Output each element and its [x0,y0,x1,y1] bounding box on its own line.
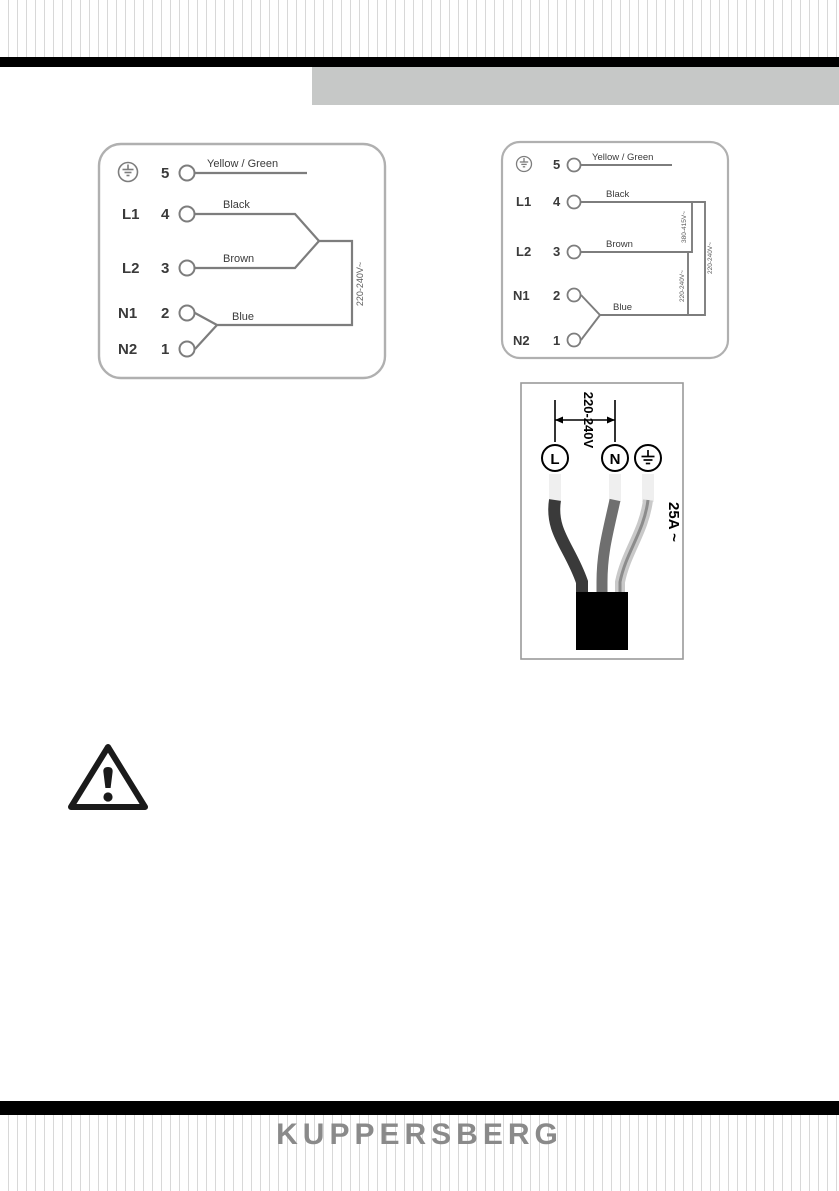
voltage-label-220-240v: 220-240V~ [355,262,365,306]
neutral-terminal-icon [601,444,629,472]
terminal-circle-pin3 [566,244,582,260]
phase-label-row3: N1 [513,288,530,303]
bracket-220-240v [309,239,354,327]
terminal-circle-pin5 [566,157,582,173]
warning-triangle-icon [68,743,148,811]
terminal-circle-pin1 [178,340,196,358]
earth-ground-icon [515,155,533,173]
bracket-220-240v-outer [676,201,706,316]
earth-ground-icon [634,444,662,472]
wire-label-black: Black [606,189,629,200]
wire-live [548,499,588,594]
dimension-arrowhead-right [607,416,615,424]
phase-label-row3: N1 [118,305,137,322]
wire-n2-link [580,314,601,341]
header-black-bar [0,57,839,67]
rating-label-25a: 25A ~ [665,502,682,542]
terminal-circle-pin2 [566,287,582,303]
wiring-diagram-two-phase: L1 L2 N1 N2 5 4 3 2 1 Yello [500,140,730,362]
earth-ground-glyph [641,450,655,465]
wire-label-blue: Blue [232,311,254,323]
pin-number-row1: 4 [161,206,170,223]
dimension-arrowhead-left [555,416,563,424]
pin-number-row4: 1 [553,333,560,348]
terminal-block-outline [500,140,730,360]
voltage-label-220-240v-outer: 220-240V~ [707,242,714,274]
exclamation-stroke [103,767,113,788]
wire-label-yellow-green: Yellow / Green [207,158,278,170]
wire-neutral [596,498,621,594]
header-gray-band [312,67,839,105]
terminal-circle-pin5 [178,164,196,182]
pin-number-row2: 3 [161,260,169,277]
pin-number-row2: 3 [553,244,560,259]
phase-label-row2: L2 [516,244,531,259]
wire-label-blue: Blue [613,302,632,313]
pin-number-row3: 2 [553,288,560,303]
phase-label-row4: N2 [118,341,137,358]
brand-wordmark: KUPPERSBERG [276,1118,563,1151]
pin-number-row3: 2 [161,305,169,322]
voltage-label-220-240v-inner: 220-240V~ [679,270,686,302]
pin-number-row1: 4 [553,194,561,209]
wiring-diagram-single-phase: L1 L2 N1 N2 5 4 3 2 1 Yellow / Green [97,142,387,382]
voltage-label-380-415v: 380-415V~ [681,211,688,243]
footer-pinstripe-pattern [0,1115,839,1191]
neutral-terminal-label: N [610,451,621,468]
plug-wiring-diagram: 220-240V L N 25A ~ [520,382,684,660]
wire-label-brown: Brown [606,239,633,250]
wire-stripped-tips [549,474,654,502]
wire-earth-stripe [618,499,650,594]
phase-label-row1: L1 [516,194,531,209]
pin-number-row0: 5 [553,157,560,172]
wire-label-brown: Brown [223,253,254,265]
footer-black-bar [0,1101,839,1115]
terminal-circle-pin3 [178,259,196,277]
terminal-circle-pin2 [178,304,196,322]
live-terminal-icon [541,444,569,472]
live-terminal-label: L [550,451,559,468]
phase-label-row1: L1 [122,206,140,223]
terminal-circle-pin4 [566,194,582,210]
wire-n2-link [194,324,218,350]
terminal-block-outline [97,142,387,380]
terminal-circle-pin4 [178,205,196,223]
pin-number-row4: 1 [161,341,169,358]
wire-black [195,212,320,242]
pin-number-row0: 5 [161,165,169,182]
cable-sheath-body [576,592,628,650]
wire-label-black: Black [223,199,250,211]
phase-label-row2: L2 [122,260,140,277]
wire-brown [195,240,320,270]
exclamation-dot [103,792,113,802]
dimension-label-220-240v: 220-240V [581,392,596,449]
header-pinstripe-pattern [0,0,839,57]
wire-label-yellow-green: Yellow / Green [592,152,653,163]
phase-label-row4: N2 [513,333,530,348]
earth-ground-icon [117,161,139,183]
terminal-circle-pin1 [566,332,582,348]
